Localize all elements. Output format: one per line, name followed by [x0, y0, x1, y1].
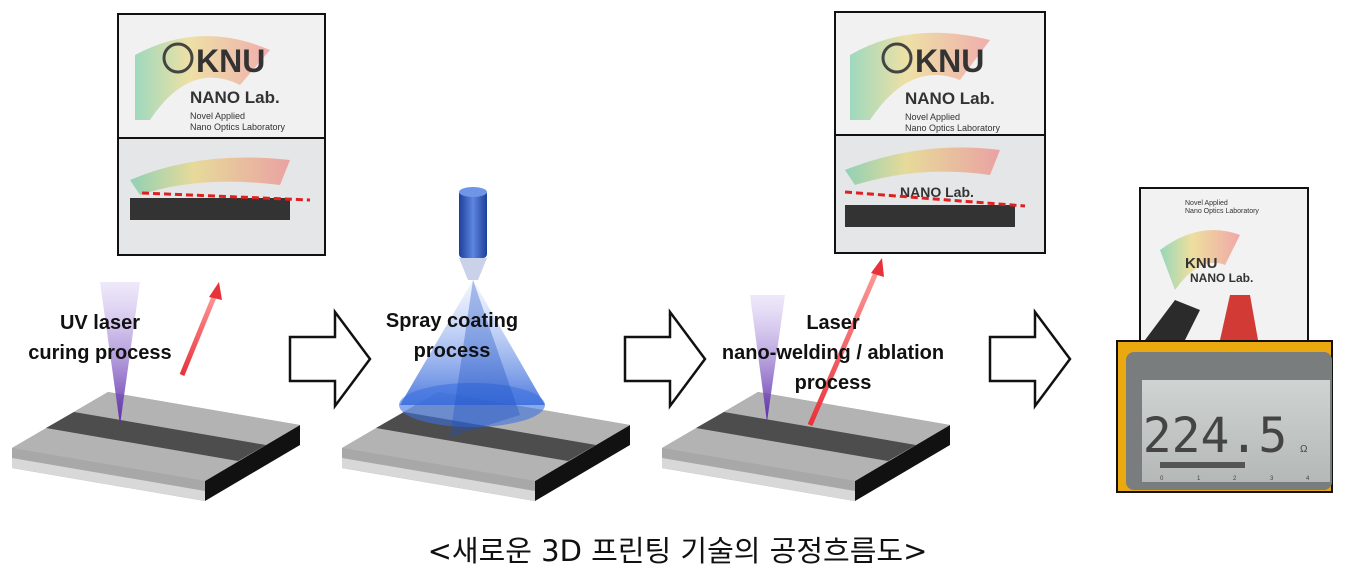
- reflected-red-laser-icon: [179, 282, 222, 376]
- meter-photo-lab: NANO Lab.: [1190, 271, 1253, 285]
- meter-scale-4: 4: [1306, 476, 1310, 482]
- meter-photo-subtext-2: Nano Optics Laboratory: [1185, 208, 1259, 215]
- photo-welded-logo: KNU NANO Lab. Novel Applied Nano Optics …: [834, 11, 1046, 254]
- meter-photo-subtext-1: Novel Applied: [1185, 200, 1228, 207]
- knu-emblem-icon-2: [881, 42, 913, 74]
- photo-uv-cured-logo: KNU NANO Lab. Novel Applied Nano Optics …: [117, 13, 326, 256]
- step2-label-line2: process: [414, 340, 491, 362]
- step1-label-line2: curing process: [28, 342, 171, 364]
- substrate-1: [12, 392, 300, 501]
- lab-subtext-2-1: Novel Applied: [905, 112, 960, 122]
- meter-scale-2: 2: [1233, 476, 1237, 482]
- lab-subtext-2: Nano Optics Laboratory: [190, 122, 286, 132]
- meter-scale-3: 3: [1270, 476, 1274, 482]
- uv-laser-beam-2: [750, 295, 785, 422]
- meter-unit: Ω: [1300, 444, 1308, 455]
- spray-cone: [399, 280, 545, 437]
- spray-nozzle-icon: [459, 187, 487, 280]
- logo-text-2: KNU: [915, 43, 984, 79]
- uv-laser-beam: [100, 282, 140, 425]
- step3-label-line3: process: [795, 372, 872, 394]
- knu-emblem-icon: [162, 42, 194, 74]
- lab-text-2-reflection: NANO Lab.: [900, 184, 974, 200]
- red-laser-beam-icon: [807, 258, 884, 426]
- lab-text-2: NANO Lab.: [905, 89, 995, 108]
- multimeter-photo: 224.5 Ω 0 1 2 3 4: [1116, 340, 1333, 493]
- meter-scale-0: 0: [1160, 476, 1164, 482]
- flow-arrow-1: [288, 310, 372, 408]
- substrate-3: [662, 392, 950, 501]
- red-probe-icon: [1220, 295, 1258, 340]
- meter-reading: 224.5: [1143, 408, 1288, 464]
- step3-label-line2: nano-welding / ablation: [722, 342, 944, 364]
- logo-text: KNU: [196, 43, 265, 79]
- meter-photo-logo: KNU: [1185, 255, 1218, 272]
- lab-subtext-1: Novel Applied: [190, 111, 245, 121]
- flow-arrow-3: [988, 310, 1072, 408]
- step3-label-line1: Laser: [806, 312, 860, 334]
- meter-bargraph: [1160, 462, 1245, 468]
- step1-label-line1: UV laser: [60, 312, 140, 334]
- lab-text: NANO Lab.: [190, 88, 280, 107]
- flow-arrow-2: [623, 310, 707, 408]
- meter-scale-1: 1: [1197, 476, 1201, 482]
- lab-subtext-2-2: Nano Optics Laboratory: [905, 123, 1001, 133]
- black-probe-icon: [1145, 300, 1200, 340]
- figure-caption: <새로운 3D 프린팅 기술의 공정흐름도>: [427, 534, 928, 568]
- photo-probe-measurement: Novel Applied Nano Optics Laboratory KNU…: [1139, 187, 1309, 342]
- step2-label-line1: Spray coating: [386, 310, 518, 332]
